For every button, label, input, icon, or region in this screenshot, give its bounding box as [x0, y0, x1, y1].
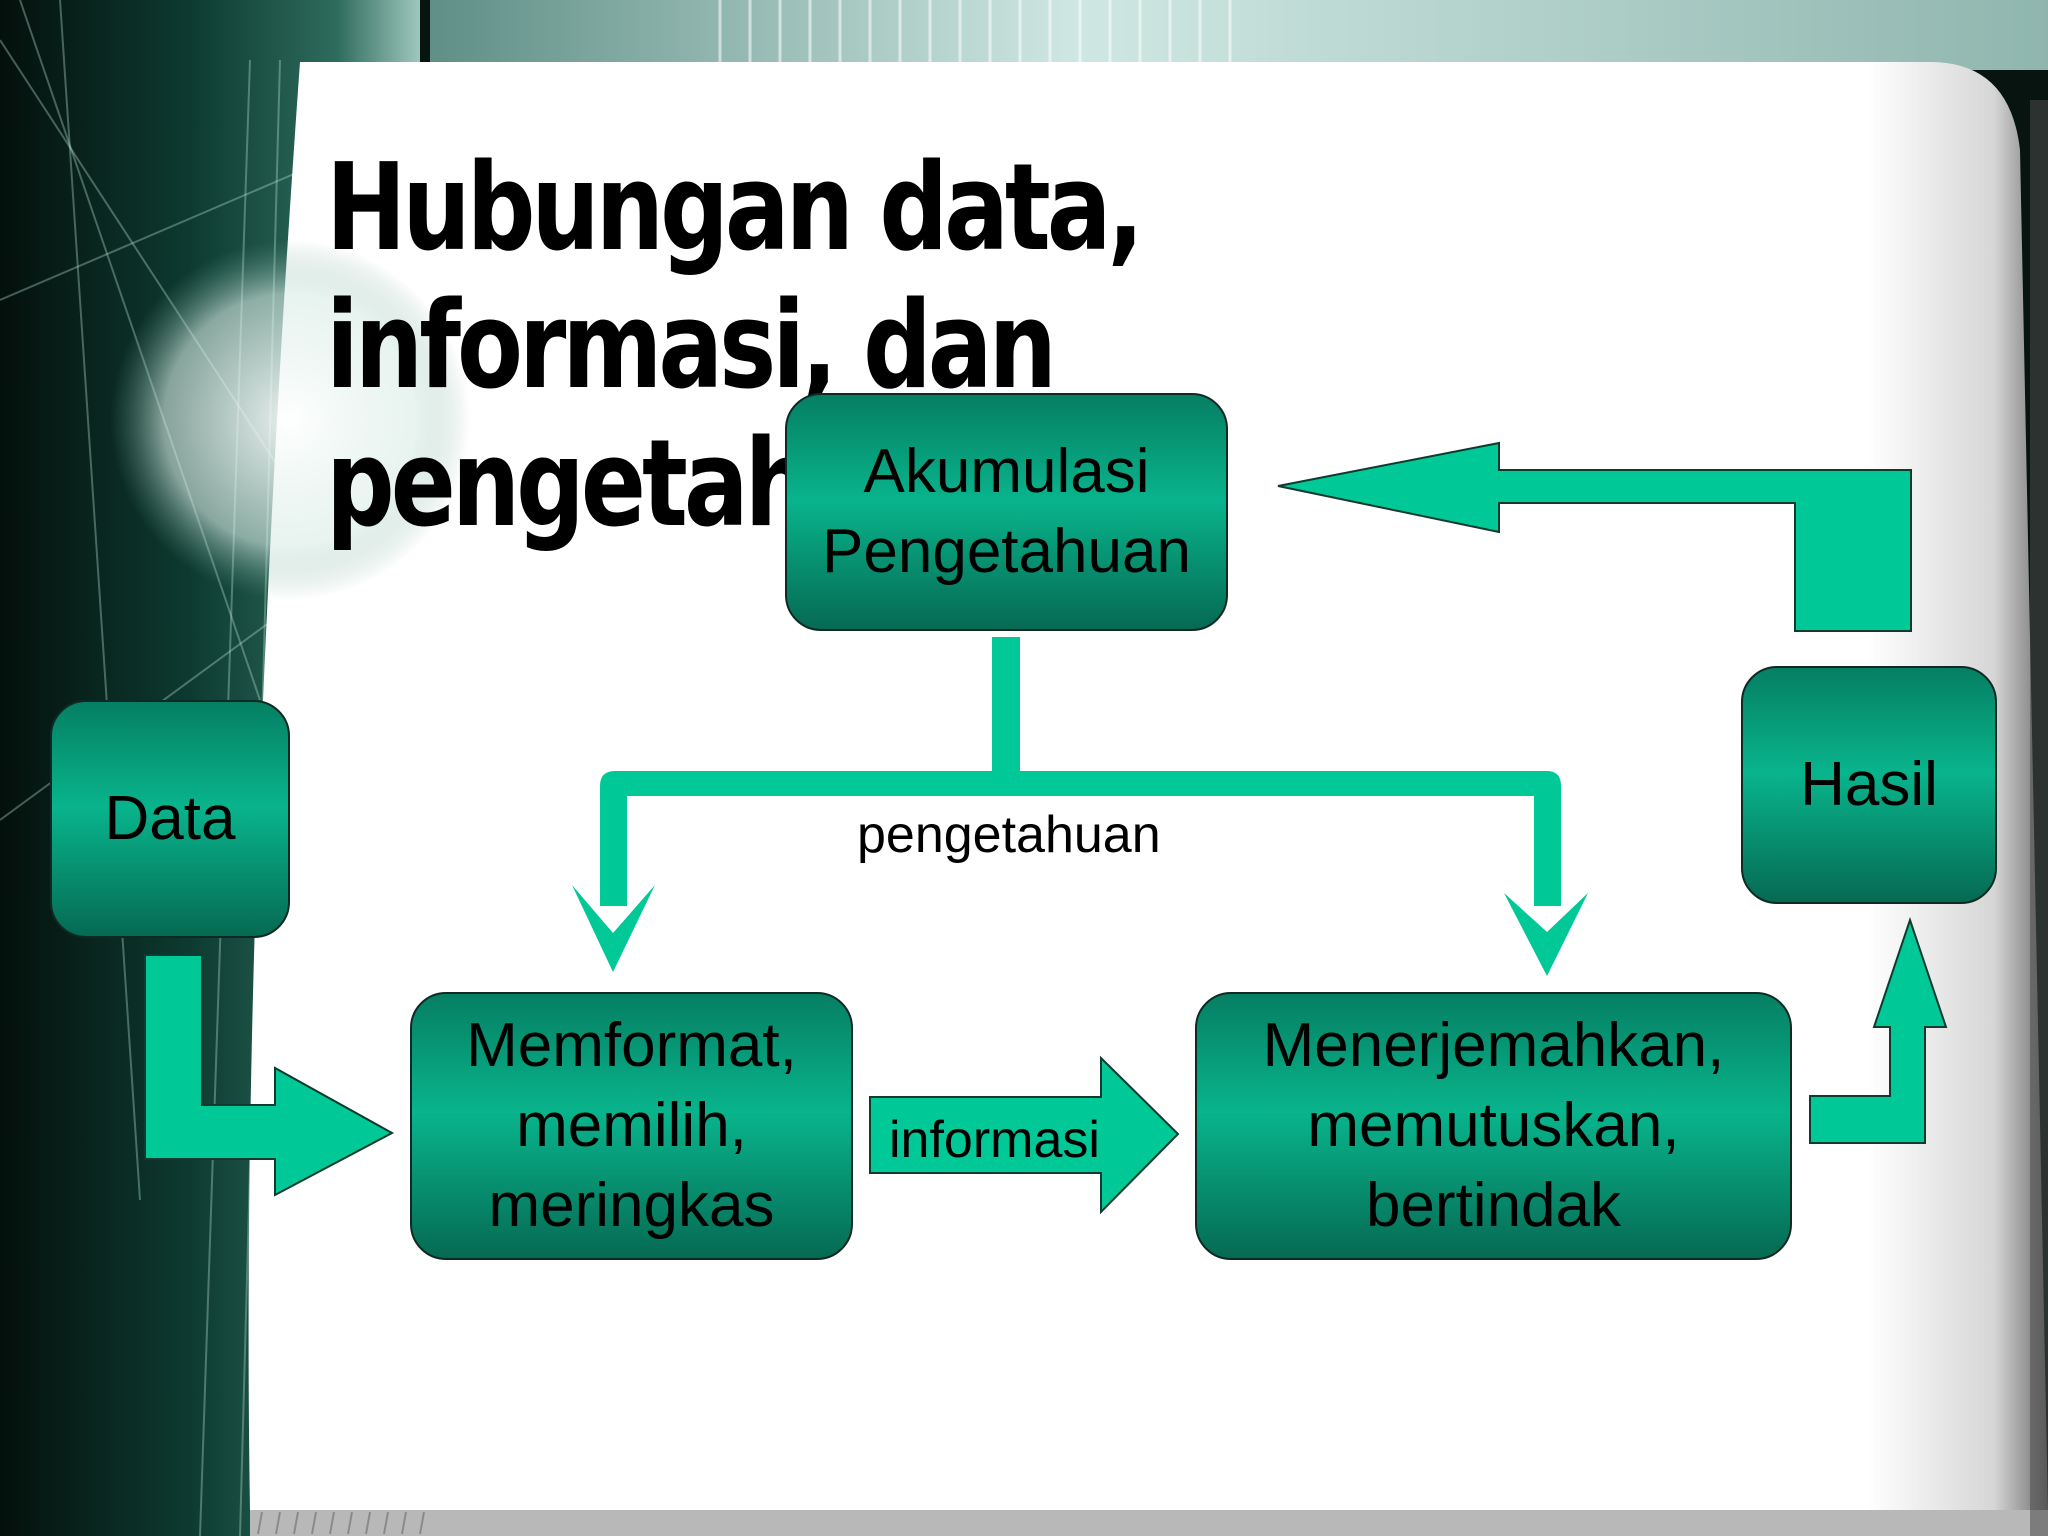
arrow-menerjemahkan-to-hasil: [1809, 916, 1948, 1144]
connector-stem: [992, 637, 1020, 774]
arrow-data-to-memformat: [144, 954, 395, 1197]
arrow-informasi: [869, 1055, 1180, 1215]
connector-branch: [600, 771, 1561, 796]
node-hasil: Hasil: [1741, 666, 1997, 904]
node-memformat: Memformat, memilih, meringkas: [410, 992, 853, 1260]
edge-label-pengetahuan: pengetahuan: [857, 806, 1161, 864]
node-akumulasi-pengetahuan: Akumulasi Pengetahuan: [785, 393, 1228, 631]
arrowhead-to-menerjemahkan: [1504, 893, 1588, 976]
node-menerjemahkan: Menerjemahkan, memutuskan, bertindak: [1195, 992, 1792, 1260]
node-data: Data: [50, 700, 290, 938]
arrowhead-to-memformat: [572, 885, 655, 972]
arrow-hasil-to-akumulasi: [1277, 441, 1912, 632]
edge-label-informasi: informasi: [889, 1111, 1100, 1169]
